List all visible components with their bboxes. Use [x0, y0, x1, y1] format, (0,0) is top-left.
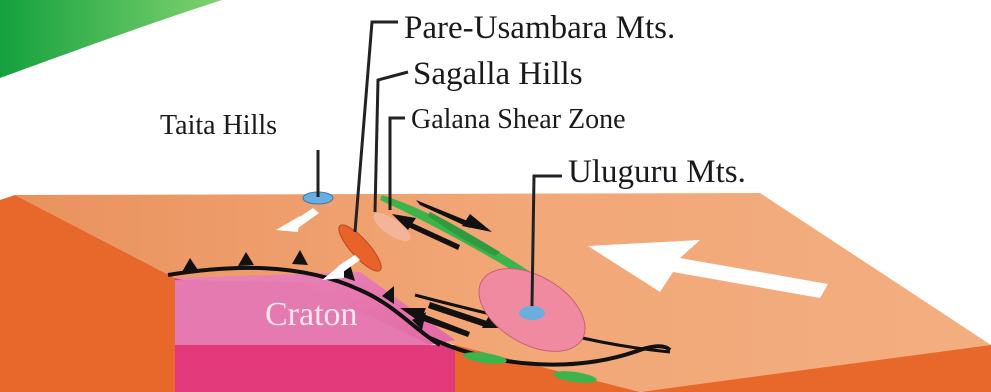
label-uluguru-mts: Uluguru Mts. — [568, 156, 746, 189]
label-craton: Craton — [265, 298, 358, 332]
label-galana-shear-zone: Galana Shear Zone — [411, 106, 626, 134]
label-pare-usambara-mts: Pare-Usambara Mts. — [404, 12, 675, 45]
label-sagalla-hills: Sagalla Hills — [413, 58, 583, 91]
label-taita-hills: Taita Hills — [160, 112, 277, 140]
banner-swoosh — [0, 0, 222, 78]
uluguru-marker — [519, 306, 545, 320]
